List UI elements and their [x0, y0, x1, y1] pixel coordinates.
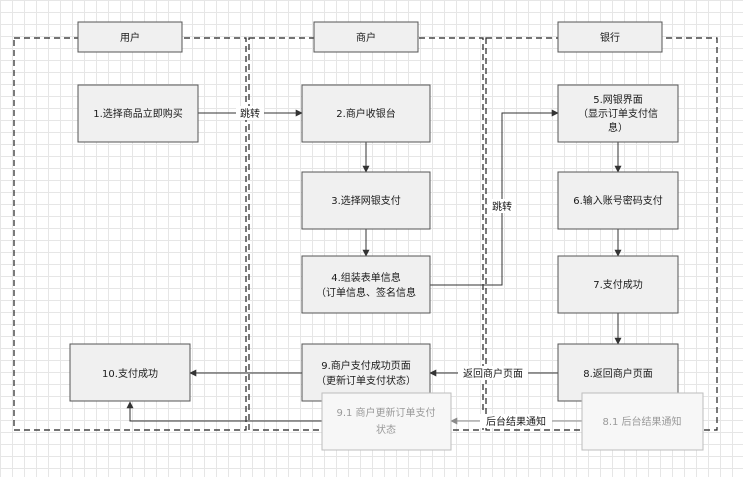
edge-label-backend-notify: 后台结果通知 — [486, 415, 546, 428]
edge-label-jump-2: 跳转 — [492, 200, 512, 213]
node-4-label-line-1: 4.组装表单信息 — [331, 271, 401, 284]
node-7-label: 7.支付成功 — [593, 278, 643, 291]
node-5-bank-page: 5.网银界面 （显示订单支付信 息） — [557, 84, 679, 143]
node-10-payment-success: 10.支付成功 — [69, 343, 191, 402]
lane-header-merchant: 商户 — [313, 21, 419, 53]
edge-label-return-page: 返回商户页面 — [463, 367, 523, 380]
node-9-1-label-line-1: 9.1 商户更新订单支付 — [336, 406, 435, 419]
node-5-label-line-2: （显示订单支付信 — [578, 107, 658, 120]
lane-header-user-label: 用户 — [120, 31, 140, 44]
node-8-1-backend-notify: 8.1 后台结果通知 — [581, 392, 704, 451]
node-2-merchant-checkout: 2.商户收银台 — [301, 84, 431, 143]
edge-91-to-10 — [126, 401, 322, 422]
node-8-return-merchant-page: 8.返回商户页面 — [557, 343, 679, 402]
lane-header-bank: 银行 — [557, 21, 663, 53]
node-1-select-product: 1.选择商品立即购买 — [77, 84, 199, 143]
node-9-1-update-order-status: 9.1 商户更新订单支付 状态 — [321, 392, 452, 451]
node-6-enter-password: 6.输入账号密码支付 — [557, 171, 679, 230]
node-5-label-line-3: 息） — [608, 121, 628, 134]
node-7-payment-success: 7.支付成功 — [557, 255, 679, 314]
node-8-label: 8.返回商户页面 — [583, 367, 653, 380]
lane-header-user: 用户 — [77, 21, 183, 53]
edge-label-jump-1: 跳转 — [240, 107, 260, 120]
node-9-merchant-success-page: 9.商户支付成功页面 （更新订单支付状态） — [301, 343, 431, 402]
node-9-label-line-2: （更新订单支付状态） — [316, 374, 416, 387]
node-5-label-line-1: 5.网银界面 — [593, 93, 643, 106]
lane-header-merchant-label: 商户 — [356, 31, 376, 44]
node-3-choose-online-banking: 3.选择网银支付 — [301, 171, 431, 230]
node-1-label: 1.选择商品立即购买 — [93, 107, 183, 120]
node-2-label: 2.商户收银台 — [336, 107, 396, 120]
node-8-1-label: 8.1 后台结果通知 — [602, 415, 681, 428]
node-6-label: 6.输入账号密码支付 — [573, 194, 663, 207]
node-9-1-label-line-2: 状态 — [376, 423, 396, 436]
lane-header-bank-label: 银行 — [600, 31, 620, 44]
node-9-label-line-1: 9.商户支付成功页面 — [321, 359, 411, 372]
node-3-label: 3.选择网银支付 — [331, 194, 401, 207]
node-4-label-line-2: （订单信息、签名信息 — [316, 286, 416, 299]
node-10-label: 10.支付成功 — [102, 367, 158, 380]
node-4-assemble-form: 4.组装表单信息 （订单信息、签名信息 — [301, 255, 431, 314]
